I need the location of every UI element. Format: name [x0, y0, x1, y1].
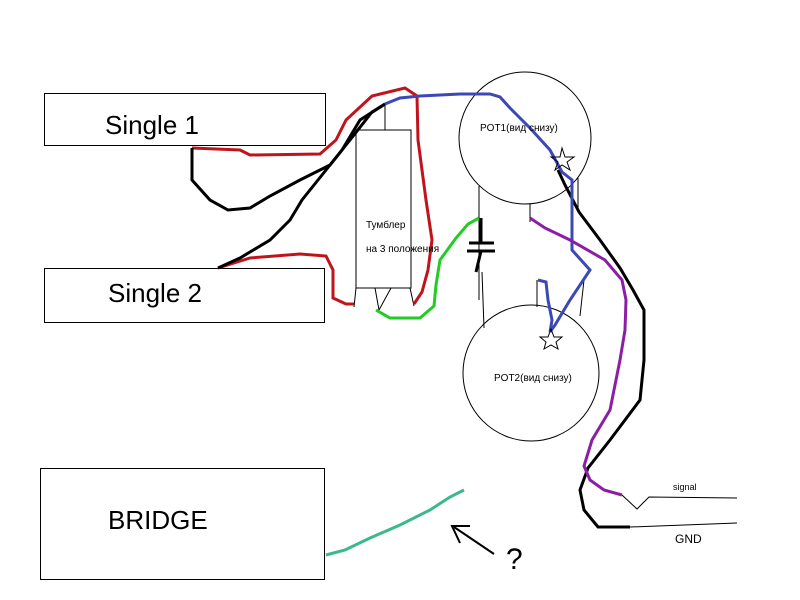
pot2-lug-right [579, 279, 585, 317]
wire-red-single1 [191, 86, 434, 305]
jack-signal-label: signal [673, 482, 697, 492]
jack-signal-line [621, 494, 738, 510]
pot1-label: POT1(вид снизу) [480, 123, 558, 134]
wire-green-capacitor [375, 216, 480, 320]
arrow-shaft [453, 526, 495, 555]
pickup-bridge-box [40, 468, 325, 580]
question-mark: ? [506, 543, 523, 576]
switch-label-line1: Тумблер [366, 220, 406, 231]
wire-purple-signal [529, 216, 628, 497]
switch-lug-left [353, 287, 357, 308]
switch-label-line2: на 3 положения [366, 244, 440, 255]
switch-body [355, 129, 412, 289]
capacitor-lead-bottom [474, 250, 483, 273]
pickup-single1-label: Single 1 [105, 110, 199, 140]
switch-lug-mid [374, 287, 392, 312]
pickup-bridge-label: BRIDGE [108, 505, 208, 535]
wire-black-single1 [190, 102, 386, 212]
solder-star-pot1 [549, 146, 576, 172]
wire-black-ground [556, 169, 646, 529]
wire-teal-bridge [325, 488, 465, 557]
pot2-lug-left [481, 271, 485, 329]
jack-gnd-line [629, 522, 738, 528]
pickup-single1-box [44, 93, 326, 146]
wire-black-single2 [217, 102, 386, 270]
jack-gnd-label: GND [675, 532, 702, 546]
wire-red-single2 [217, 252, 354, 306]
solder-star-pot2 [538, 327, 564, 351]
wire-blue-main [384, 92, 592, 333]
wire-blue-pot2 [537, 278, 554, 333]
pot2-label: POT2(вид снизу) [494, 373, 572, 384]
arrow-head-icon [450, 525, 470, 544]
pot1-circle [458, 71, 592, 205]
pickup-single2-label: Single 2 [108, 278, 202, 308]
pot2-circle [462, 304, 600, 442]
pickup-single2-box [44, 268, 325, 323]
